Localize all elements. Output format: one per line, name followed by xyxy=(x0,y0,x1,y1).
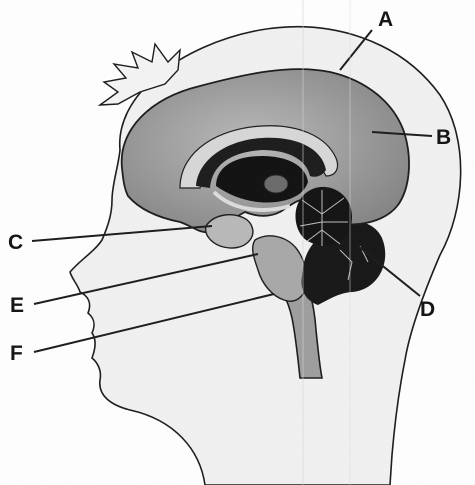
grain-overlay xyxy=(0,0,475,485)
brain-diagram: A B C D E F xyxy=(0,0,475,485)
